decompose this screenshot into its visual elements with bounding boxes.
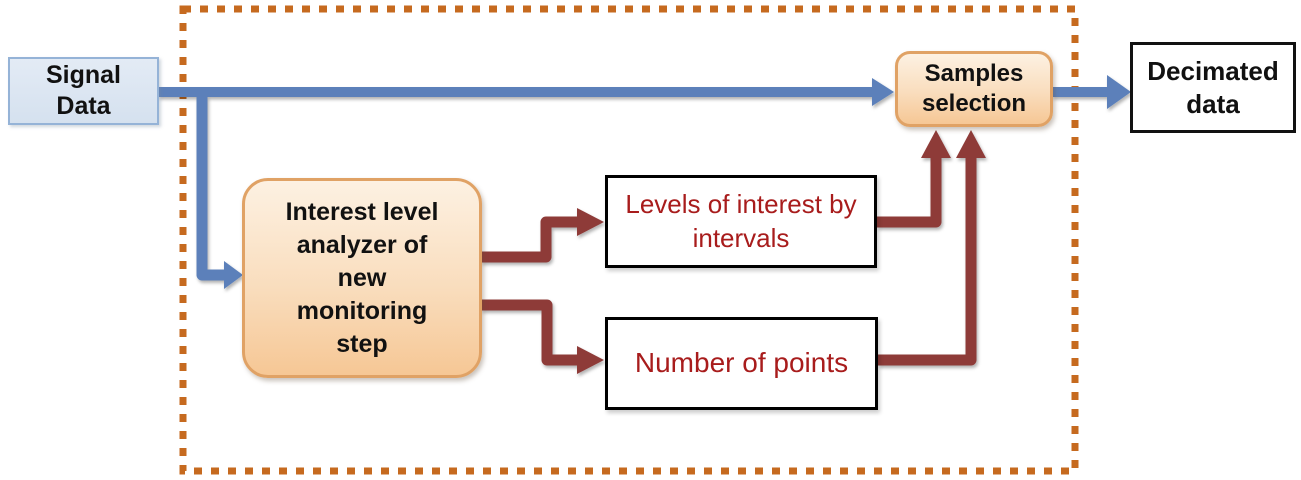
interest-level-analyzer-label: Interest level analyzer of new monitorin… <box>285 197 439 358</box>
signal-to-analyzer-arrowhead-icon <box>224 261 243 289</box>
decimated-data-label: Decimated data <box>1147 56 1279 119</box>
samples-selection-label: Samples selection <box>921 60 1027 117</box>
points-to-samples-arrow-line <box>878 156 977 366</box>
samples-selection-node: Samples selection <box>895 51 1053 127</box>
samples-to-decimated-arrowhead-icon <box>1107 75 1131 109</box>
analyzer-to-levels-arrow-line <box>481 216 580 263</box>
signal-data-node: Signal Data <box>8 57 159 125</box>
number-of-points-node: Number of points <box>605 317 878 410</box>
decimated-data-node: Decimated data <box>1130 42 1296 133</box>
levels-to-samples-arrow-line <box>877 156 942 228</box>
levels-to-samples-arrowhead-icon <box>921 130 951 158</box>
levels-of-interest-label: Levels of interest by intervals <box>625 188 857 253</box>
levels-of-interest-node: Levels of interest by intervals <box>605 175 877 268</box>
interest-level-analyzer-node: Interest level analyzer of new monitorin… <box>242 178 482 378</box>
signal-to-analyzer-arrow-line <box>196 92 226 281</box>
points-to-samples-arrowhead-icon <box>956 130 986 158</box>
analyzer-to-levels-arrowhead-icon <box>577 208 604 236</box>
signal-to-samples-arrowhead-icon <box>872 78 894 106</box>
analyzer-to-points-arrow-line <box>481 299 580 366</box>
number-of-points-label: Number of points <box>634 347 849 379</box>
processing-boundary-dashed-border <box>179 5 1079 475</box>
analyzer-to-points-arrowhead-icon <box>577 346 604 374</box>
signal-data-label: Signal Data <box>45 60 121 120</box>
